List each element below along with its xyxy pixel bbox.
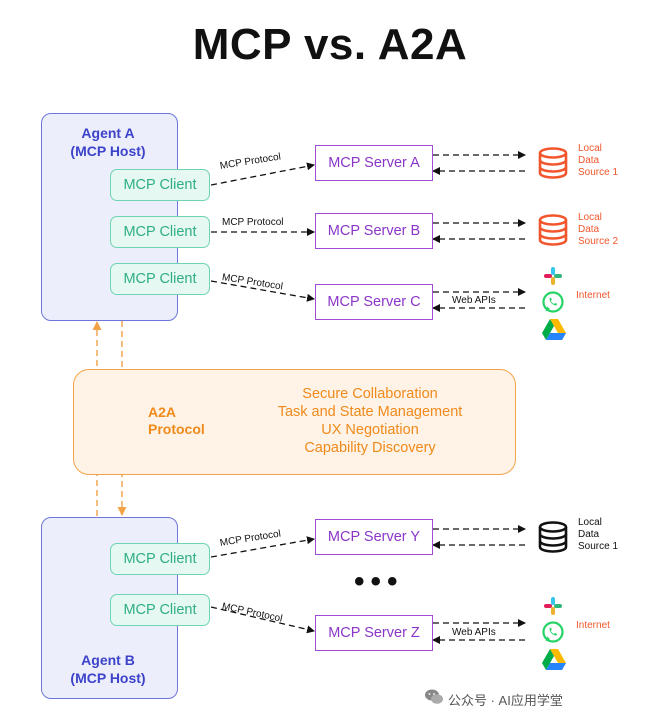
mcp-server-c: MCP Server C: [315, 284, 433, 320]
protocol-arrow-y: [210, 536, 315, 558]
source-a-line1: Local: [578, 143, 602, 154]
a2a-protocol-box: [73, 369, 516, 475]
agent-a-title: Agent A (MCP Host): [38, 124, 178, 160]
agent-a-client-1: MCP Client: [110, 169, 210, 201]
source-a-line2: Data: [578, 155, 600, 166]
source-label-y: Local Data Source 1: [578, 517, 618, 553]
web-apis-label-z: Web APIs: [452, 627, 496, 638]
agent-b-client-2: MCP Client: [110, 594, 210, 626]
source-label-b: Local Data Source 2: [578, 212, 618, 248]
a2a-feature-capability-discovery: Capability Discovery: [304, 440, 436, 456]
mcp-server-a: MCP Server A: [315, 145, 433, 181]
a2a-protocol-label: A2A Protocol: [148, 404, 205, 438]
more-servers-ellipsis: •••: [354, 565, 404, 598]
a2a-feature-ux-negotiation: UX Negotiation: [321, 422, 419, 438]
source-b-line3: Source 2: [578, 236, 619, 247]
a2a-feature-task-state-management: Task and State Management: [277, 404, 463, 420]
whatsapp-icon: [542, 621, 564, 643]
source-a-line3: Source 1: [578, 167, 619, 178]
slack-icon: [544, 267, 562, 285]
page-title: MCP vs. A2A: [192, 20, 468, 69]
source-label-a: Local Data Source 1: [578, 143, 618, 179]
source-y-line2: Data: [578, 529, 600, 540]
watermark-text: 公众号 · AI应用学堂: [448, 693, 563, 708]
internet-label-c: Internet: [576, 290, 610, 301]
database-icon-red: [538, 214, 568, 246]
source-y-line3: Source 1: [578, 541, 619, 552]
agent-b-title: Agent B (MCP Host): [38, 651, 178, 687]
wechat-icon: [425, 689, 443, 704]
agent-b-role: (MCP Host): [70, 670, 146, 686]
mcp-server-y: MCP Server Y: [315, 519, 433, 555]
protocol-label-b: MCP Protocol: [222, 217, 284, 228]
internet-label-z: Internet: [576, 620, 610, 631]
agent-b-client-1: MCP Client: [110, 543, 210, 575]
a2a-label-line1: A2A: [148, 404, 177, 420]
google-drive-icon: [542, 319, 566, 340]
agent-a-name: Agent A: [81, 125, 135, 141]
mcp-server-b: MCP Server B: [315, 213, 433, 249]
protocol-arrow-a: [210, 162, 315, 186]
protocol-arrow-c: [210, 280, 315, 302]
source-b-line2: Data: [578, 224, 600, 235]
whatsapp-icon: [542, 291, 564, 313]
database-icon-black: [538, 521, 568, 553]
source-y-line1: Local: [578, 517, 602, 528]
database-icon-red: [538, 147, 568, 179]
source-b-line1: Local: [578, 212, 602, 223]
agent-a-role: (MCP Host): [70, 143, 146, 159]
agent-b-name: Agent B: [81, 652, 135, 668]
agent-a-client-2: MCP Client: [110, 216, 210, 248]
a2a-label-line2: Protocol: [148, 421, 205, 437]
agent-a-client-3: MCP Client: [110, 263, 210, 295]
web-apis-label-c: Web APIs: [452, 295, 496, 306]
mcp-server-z: MCP Server Z: [315, 615, 433, 651]
slack-icon: [544, 597, 562, 615]
protocol-arrow-z: [210, 606, 315, 634]
google-drive-icon: [542, 649, 566, 670]
a2a-feature-secure-collaboration: Secure Collaboration: [302, 386, 438, 402]
